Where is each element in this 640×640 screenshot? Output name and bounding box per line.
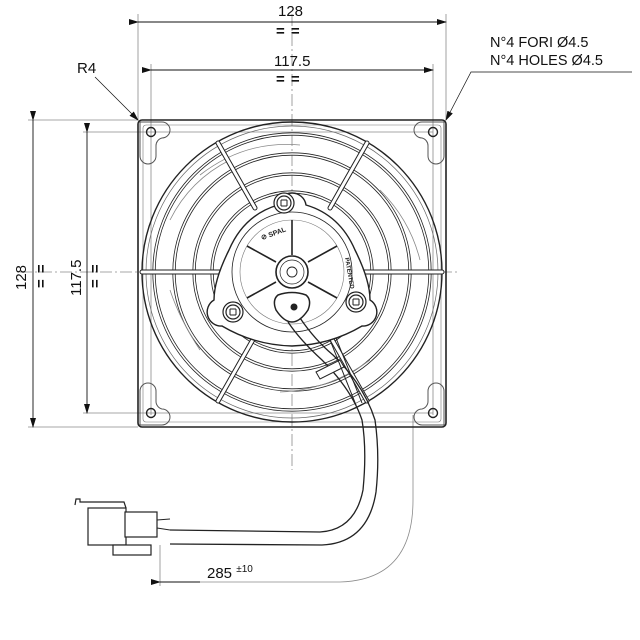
hub-screw-right xyxy=(345,291,367,313)
motor-hub xyxy=(206,192,378,347)
dim-corner-radius: R4 xyxy=(77,60,97,77)
dim-cable-tolerance: ±10 xyxy=(236,564,253,575)
dimension-arrows xyxy=(30,19,632,585)
hub-spokes xyxy=(246,220,338,299)
mounting-hole-top-right xyxy=(413,121,445,165)
dim-symmetry-top-2: = = xyxy=(276,71,301,88)
dim-hole-spacing-height: 117.5 xyxy=(68,259,85,296)
mounting-hole-bottom-left xyxy=(139,382,171,426)
hub-screw-top xyxy=(273,192,295,214)
cable-connector xyxy=(74,498,171,556)
power-cable xyxy=(169,317,379,546)
mounting-hole-top-left xyxy=(139,121,171,165)
dim-cable-length-value: 285 xyxy=(207,565,233,582)
hub-screw-left xyxy=(222,301,244,323)
note-holes-it: N°4 FORI Ø4.5 xyxy=(490,35,589,51)
dim-symmetry-top-1: = = xyxy=(276,23,301,40)
note-holes-en: N°4 HOLES Ø4.5 xyxy=(490,53,603,69)
dim-cable-length: 285 ±10 xyxy=(207,564,253,582)
dim-symmetry-left-2: = = xyxy=(87,263,104,288)
dim-overall-height: 128 xyxy=(13,264,30,290)
dim-overall-width: 128 xyxy=(278,3,304,20)
dim-symmetry-left-1: = = xyxy=(33,263,50,288)
dim-hole-spacing-width: 117.5 xyxy=(274,53,311,70)
mounting-hole-bottom-right xyxy=(413,382,445,426)
patented-mark: PATENTED xyxy=(343,257,354,290)
